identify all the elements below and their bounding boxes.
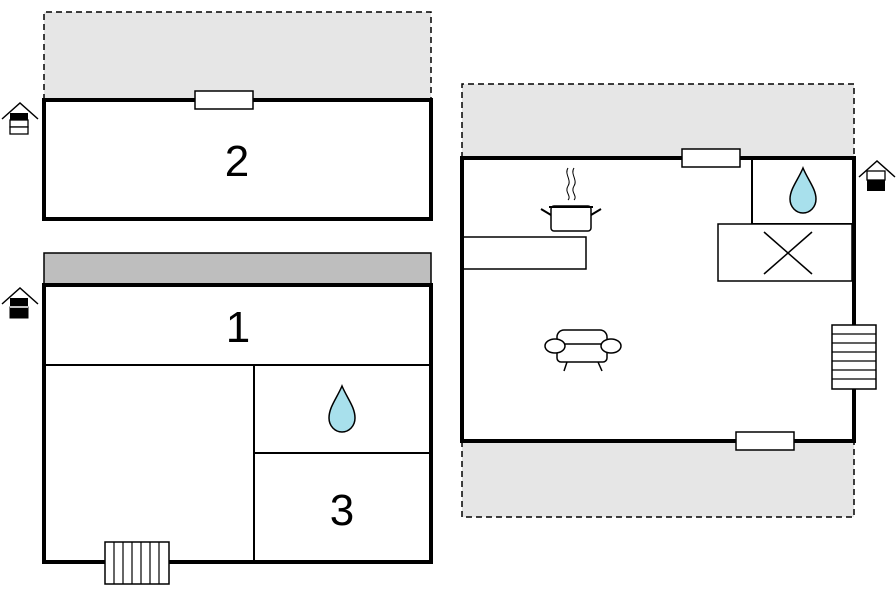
terrace-area: [44, 12, 431, 100]
sofa-icon: [544, 329, 622, 372]
window-icon: [735, 431, 795, 451]
plan-right: [460, 83, 896, 518]
floor-level-icon: [1, 286, 39, 319]
lower-floor-outline: [42, 283, 433, 564]
terrace-outline: [461, 83, 855, 158]
terrace-area: [462, 84, 854, 158]
plan-upper-left: 2: [1, 11, 433, 221]
cooking-pot-icon: [540, 167, 602, 232]
plan-lower-left: 1 3: [1, 252, 433, 585]
radiator-icon: [104, 541, 170, 585]
stairs-icon: [831, 324, 877, 390]
water-drop-icon: [328, 384, 356, 433]
roof-area: [43, 252, 432, 286]
water-drop-icon: [789, 166, 817, 214]
room-label-3: 3: [330, 486, 354, 535]
terrace-outline: [43, 11, 432, 100]
void-opening: [717, 223, 853, 282]
window-icon: [681, 148, 741, 168]
floor-level-icon: [1, 101, 39, 135]
kitchen-counter: [464, 236, 587, 270]
terrace-outline: [461, 441, 855, 518]
room-label-2: 2: [225, 137, 249, 186]
room-label-1: 1: [226, 303, 250, 352]
window-icon: [194, 90, 254, 110]
upper-floor-outline: [460, 156, 856, 443]
floor-level-icon: [858, 159, 896, 191]
terrace-area: [462, 441, 854, 517]
